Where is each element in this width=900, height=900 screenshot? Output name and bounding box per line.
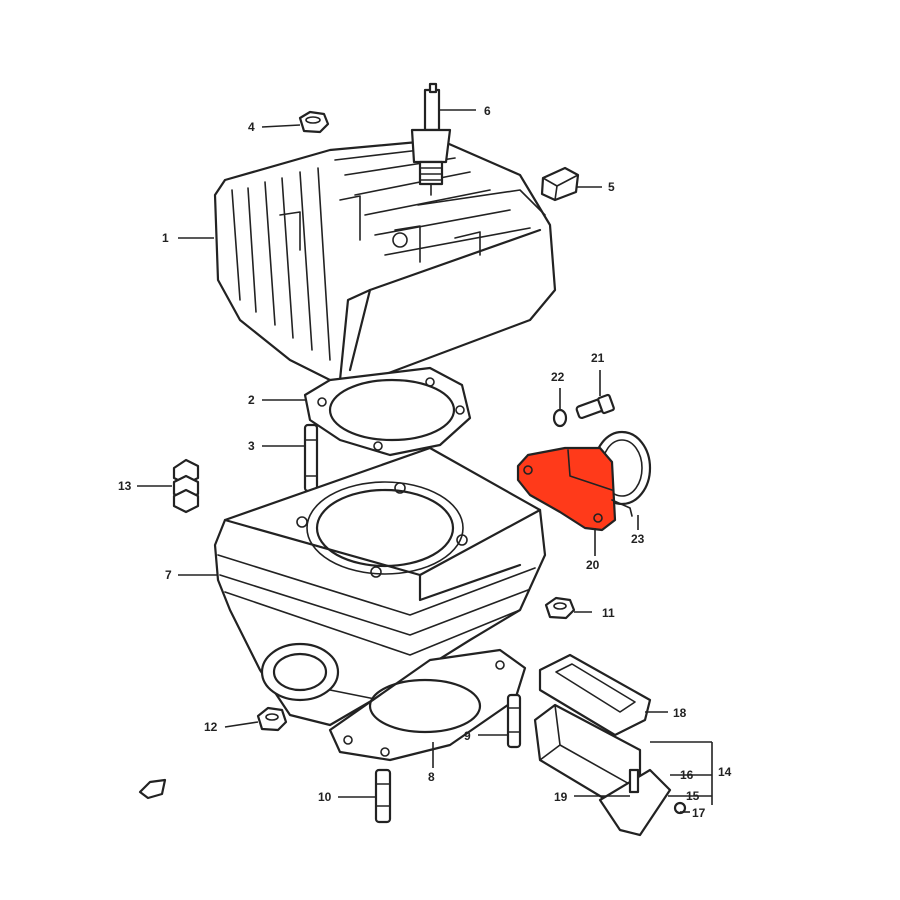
label-part-14: 14 <box>718 765 732 779</box>
label-part-22: 22 <box>551 370 565 384</box>
reed-valve-body <box>533 703 642 807</box>
label-part-1: 1 <box>162 231 169 245</box>
reed-valve-gasket-18 <box>538 653 652 737</box>
label-part-18: 18 <box>673 706 687 720</box>
label-part-11: 11 <box>602 606 615 620</box>
label-part-12: 12 <box>204 720 218 734</box>
head-gasket <box>303 366 472 457</box>
intake-pipe-highlight <box>516 446 617 532</box>
rubber-cap <box>540 166 580 202</box>
label-part-15: 15 <box>686 789 700 803</box>
cylinder-nut-12 <box>256 706 288 732</box>
label-part-9: 9 <box>464 729 471 743</box>
label-part-20: 20 <box>586 558 600 572</box>
label-part-23: 23 <box>631 532 645 546</box>
reed-valve-plate <box>598 768 687 837</box>
short-stud-10 <box>374 768 392 824</box>
cylinder-dowels <box>172 458 200 514</box>
label-part-7: 7 <box>165 568 172 582</box>
label-part-2: 2 <box>248 393 255 407</box>
cylinder-nut-11 <box>544 596 576 620</box>
label-part-19: 19 <box>554 790 568 804</box>
label-part-4: 4 <box>248 120 255 134</box>
label-part-21: 21 <box>591 351 605 365</box>
cylinder-head <box>213 138 557 387</box>
head-nut <box>298 110 330 134</box>
leader-lines <box>137 109 713 813</box>
label-part-16: 16 <box>680 768 694 782</box>
part-labels: 1 2 3 4 5 6 7 8 9 10 11 12 13 14 15 16 1… <box>118 104 732 820</box>
front-arrow-icon <box>138 778 167 800</box>
short-stud-9 <box>506 693 522 749</box>
label-part-3: 3 <box>248 439 255 453</box>
label-part-5: 5 <box>608 180 615 194</box>
label-part-8: 8 <box>428 770 435 784</box>
long-stud <box>303 423 319 493</box>
intake-bolt <box>575 393 615 420</box>
label-part-6: 6 <box>484 104 491 118</box>
label-part-13: 13 <box>118 479 132 493</box>
lock-washer <box>552 408 568 428</box>
intake-pipe-assembly <box>516 430 652 532</box>
cylinder-block <box>213 446 547 727</box>
label-part-17: 17 <box>692 806 706 820</box>
label-part-10: 10 <box>318 790 332 804</box>
spark-plug <box>410 82 452 196</box>
